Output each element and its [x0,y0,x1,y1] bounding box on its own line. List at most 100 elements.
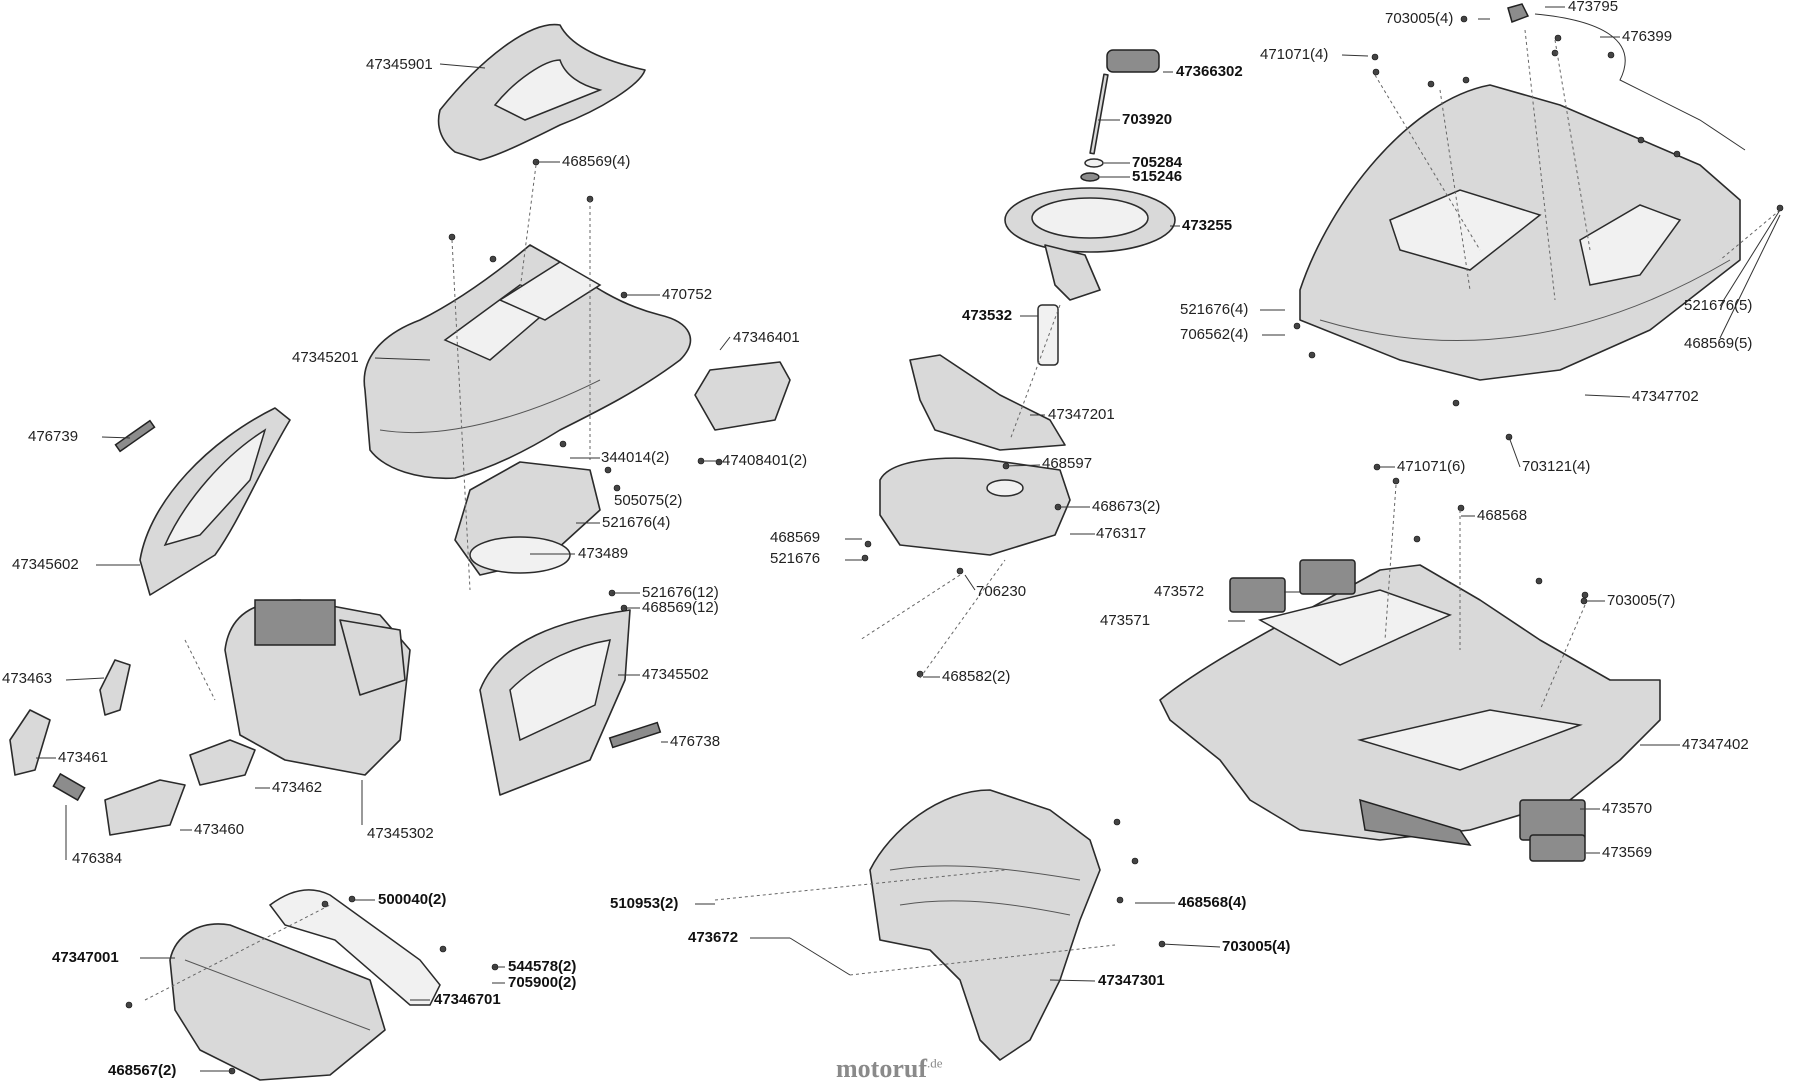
part-label: 510953(2) [610,895,679,912]
footboard-part [1159,564,1661,846]
part-label: 47366302 [1176,63,1243,80]
part-label: 47346701 [434,991,501,1008]
part-label: 473532 [962,307,1013,324]
part-label: 47345302 [367,825,434,842]
part-label: 473672 [688,929,739,946]
rubber-pads [1229,559,1586,862]
part-label: 47346401 [733,329,800,346]
part-label: 471071(6) [1397,458,1466,475]
dashboard-front-part [224,599,411,776]
steering-knob-part [1089,49,1160,155]
part-label: 703005(4) [1222,938,1291,955]
lower-center-panel-part [869,789,1101,1061]
front-bumper-part [169,889,441,1081]
steering-housing-part [909,354,1066,451]
part-label: 468568(4) [1178,894,1247,911]
part-label: 705900(2) [508,974,577,991]
part-label: 473255 [1182,217,1233,234]
part-label: 473795 [1568,0,1619,15]
part-label: 473572 [1154,583,1205,600]
part-label: 473570 [1602,800,1653,817]
part-label: 473571 [1100,612,1151,629]
part-label: 500040(2) [378,891,447,908]
part-label: 515246 [1132,168,1183,185]
part-label: 476384 [72,850,123,867]
part-label: 468597 [1042,455,1093,472]
rod-476399 [1534,13,1746,151]
left-side-panel-part [139,407,291,596]
part-473462 [189,739,256,786]
rear-fender-part [1299,84,1741,381]
part-label: 47347001 [52,949,119,966]
pad-473571 [1229,577,1286,613]
part-label: 47345602 [12,556,79,573]
hood-bucket-part [454,461,601,576]
part-label: 521676(5) [1684,297,1753,314]
part-label: 703121(4) [1522,458,1591,475]
part-label: 473463 [2,670,53,687]
part-label: 468569(5) [1684,335,1753,352]
part-label: 476317 [1096,525,1147,542]
part-label: 47347402 [1682,736,1749,753]
part-label: 47347201 [1048,406,1115,423]
part-label: 521676(4) [1180,301,1249,318]
steering-wheel-part [1004,187,1176,301]
part-label: 473489 [578,545,629,562]
part-label: 47408401(2) [722,452,808,469]
leader-lines [36,6,1781,1072]
part-label: 521676(4) [602,514,671,531]
part-label: 473462 [272,779,323,796]
part-label: 473460 [194,821,245,838]
part-label: 468569(12) [642,599,719,616]
part-label: 476738 [670,733,721,750]
part-label: 468568 [1477,507,1528,524]
part-label: 706562(4) [1180,326,1249,343]
part-label: 505075(2) [614,492,683,509]
part-473795 [1507,3,1530,23]
part-label: 344014(2) [601,449,670,466]
part-label: 468569 [770,529,821,546]
right-side-panel-part [479,609,631,796]
part-label: 521676 [770,550,821,567]
part-label: 706230 [976,583,1027,600]
part-label: 47347702 [1632,388,1699,405]
brand-suffix: .de [926,1055,943,1071]
part-473461 [9,709,51,776]
part-label: 705284 [1132,154,1183,171]
part-label: 476399 [1622,28,1673,45]
pad-473569 [1529,834,1586,862]
part-label: 468673(2) [1092,498,1161,515]
assembly-lines [144,29,1781,1001]
pad-473572 [1299,559,1356,595]
washer-705284-part [1084,158,1104,168]
part-label: 473569 [1602,844,1653,861]
part-label: 47345502 [642,666,709,683]
part-label: 468567(2) [108,1062,177,1079]
screws [125,15,1784,1075]
part-label: 703005(7) [1607,592,1676,609]
strip-476738-part [608,721,662,749]
part-label: 521676(12) [642,584,719,601]
part-476384 [52,772,86,802]
pad-473570 [1519,799,1586,841]
part-label: 703005(4) [1385,10,1454,27]
dashboard-console-part [879,457,1071,556]
part-label: 473461 [58,749,109,766]
part-label: 47345901 [366,56,433,73]
part-label: 47347301 [1098,972,1165,989]
part-label: 703920 [1122,111,1173,128]
part-label: 471071(4) [1260,46,1329,63]
part-473460 [104,779,186,836]
small-box-part [694,361,791,431]
hood-part [363,244,692,480]
part-label: 470752 [662,286,713,303]
brand-name: motoruf [836,1054,927,1083]
part-label: 476739 [28,428,79,445]
part-label: 47345201 [292,349,359,366]
part-473463 [99,659,131,716]
hood-top-cover-part [437,23,646,161]
part-label: 468582(2) [942,668,1011,685]
brand-logo: motoruf.de [836,1054,943,1084]
strip-476739-part [114,419,156,453]
